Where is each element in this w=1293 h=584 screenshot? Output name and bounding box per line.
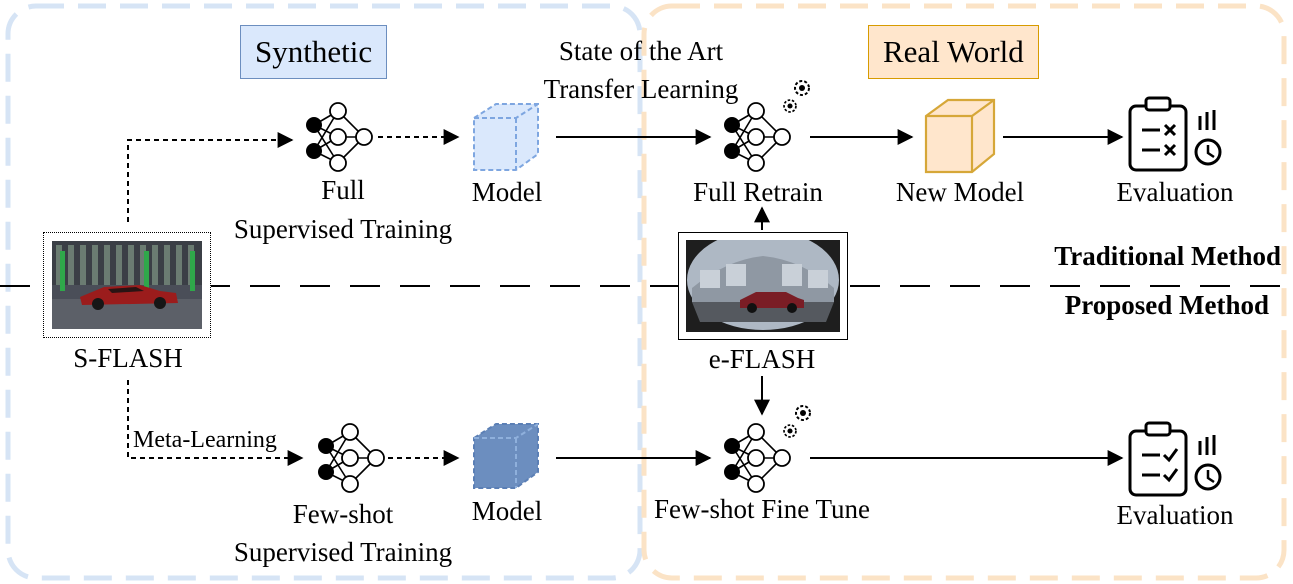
evaluation-top-clipboard-x-icon	[1128, 96, 1188, 172]
sflash-image	[43, 232, 211, 338]
full-training-neural-network-icon	[305, 102, 373, 172]
evaluation-top-chart-clock-icon	[1194, 110, 1222, 166]
evaluation-top-label: Evaluation	[1116, 177, 1234, 207]
fine-tune-neural-network-icon	[723, 423, 791, 493]
real-world-region-label: Real World	[868, 25, 1039, 79]
full-retrain-gear-icon	[794, 80, 810, 96]
eflash-label: e-FLASH	[708, 344, 816, 374]
sflash-label: S-FLASH	[73, 343, 183, 373]
synthetic-region-label: Synthetic	[240, 25, 388, 79]
proposed-method-label: Proposed Method	[1064, 290, 1269, 320]
evaluation-bottom-clipboard-check-icon	[1128, 421, 1188, 497]
sota-label-line2: Transfer Learning	[543, 74, 739, 104]
traditional-method-label: Traditional Method	[1054, 241, 1281, 271]
real-world-label-text: Real World	[883, 34, 1024, 69]
full-retrain-label: Full Retrain	[693, 177, 823, 207]
full-training-label-line2: Supervised Training	[233, 214, 453, 244]
evaluation-bottom-label: Evaluation	[1116, 500, 1234, 530]
evaluation-bottom-chart-clock-icon	[1194, 435, 1222, 491]
new-model-cube-icon	[924, 98, 996, 174]
fewshot-training-label-line2: Supervised Training	[233, 537, 453, 567]
arrow-sflash-to-full-training	[127, 132, 294, 222]
fewshot-training-neural-network-icon	[317, 423, 385, 493]
fine-tune-gear-small-icon	[783, 424, 797, 438]
meta-learning-label: Meta-Learning	[133, 427, 277, 453]
full-training-label-line1: Full	[321, 175, 365, 205]
fewshot-training-label-line1: Few-shot	[292, 499, 394, 529]
sota-label-line1: State of the Art	[558, 36, 724, 66]
eflash-image	[678, 232, 848, 340]
synthetic-label-text: Synthetic	[255, 34, 373, 69]
fine-tune-gear-icon	[795, 405, 811, 421]
arrow-sflash-to-fewshot-training	[127, 380, 304, 466]
synthetic-model-cube-icon	[473, 103, 539, 171]
proposed-model-label: Model	[471, 496, 543, 526]
synthetic-model-label: Model	[471, 177, 543, 207]
proposed-model-cube-icon	[473, 423, 539, 489]
real-world-region	[641, 3, 1287, 581]
full-retrain-gear-small-icon	[783, 99, 797, 113]
fewshot-fine-tune-label: Few-shot Fine Tune	[653, 494, 871, 524]
new-model-label: New Model	[895, 177, 1025, 207]
full-retrain-neural-network-icon	[723, 102, 791, 172]
